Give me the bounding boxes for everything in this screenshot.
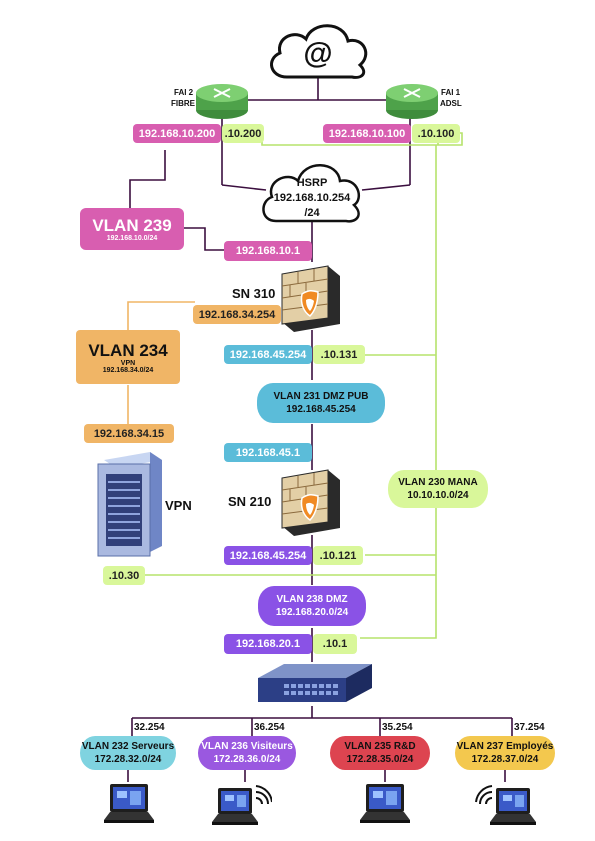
vlan231-cylinder: VLAN 231 DMZ PUB 192.168.45.254 [257,383,385,423]
router-fai2-icon [196,84,248,119]
vpn-server-icon [97,452,162,557]
firewall-sn310-icon [281,265,340,332]
sn210-mana-ip-label: .10.121 [313,546,363,565]
laptop-wifi-employees-icon [475,785,536,825]
hsrp-mask: /24 [304,207,320,219]
vlan239-gw-label: 192.168.10.1 [224,241,312,261]
vlan230-cylinder: VLAN 230 MANA 10.10.10.0/24 [388,470,488,508]
vlan237-cylinder: VLAN 237 Employés 172.28.37.0/24 [455,736,555,770]
vlan232-title: VLAN 232 Serveurs [81,741,175,752]
vlan234-host-ip-label: 192.168.34.15 [84,424,174,443]
laptop-servers-icon [104,784,154,823]
vlan239-title: VLAN 239 [92,216,172,235]
hsrp-ip: 192.168.10.254 [273,192,351,204]
vlan236-title: VLAN 236 Visiteurs [201,741,293,752]
vlan238-net: 192.168.20.0/24 [275,607,349,618]
vlan232-cylinder: VLAN 232 Serveurs 172.28.32.0/24 [80,736,176,770]
laptop-wifi-visitors-icon [212,785,272,825]
sn310-name: SN 310 [232,286,276,301]
vlan230-net: 10.10.10.0/24 [407,490,469,501]
vlan236-net: 172.28.36.0/24 [213,754,281,765]
vlan237-title: VLAN 237 Employés [456,741,554,752]
vlan232-gw: 32.254 [134,722,165,733]
vlan235-net: 172.28.35.0/24 [346,754,414,765]
fai2-name: FAI 2 [174,88,194,97]
fai1-type: ADSL [440,99,462,108]
vlan239-box: VLAN 239 192.168.10.0/24 [80,208,184,250]
fai1-short-ip-label: .10.100 [412,124,460,143]
vlan236-gw: 36.254 [254,722,285,733]
vlan239-net: 192.168.10.0/24 [106,235,158,242]
vlan234-box: VLAN 234 VPN 192.168.34.0/24 [76,330,180,384]
svg-text:@: @ [303,37,332,70]
sn210-name: SN 210 [228,494,272,509]
sn210-238-ip-label: 192.168.45.254 [224,546,312,565]
fai2-ip-label: 192.168.10.200 [133,124,221,143]
switch-ip-label: 192.168.20.1 [224,634,312,654]
sn310-mana-ip-label: .10.131 [313,345,365,364]
vpn-server-label: VPN [165,498,192,513]
vlan232-net: 172.28.32.0/24 [94,754,162,765]
vlan234-title: VLAN 234 [88,340,168,360]
vlan234-sub: VPN [120,359,136,367]
vlan230-title: VLAN 230 MANA [398,477,478,488]
fai2-type: FIBRE [171,99,195,108]
laptop-rd-icon [360,784,410,823]
fai2-short-ip-label: .10.200 [222,124,264,143]
vlan231-title: VLAN 231 DMZ PUB [273,391,369,402]
network-switch-icon [258,664,372,702]
router-fai1-icon [386,84,438,119]
vpn-server-mana-ip-label: .10.30 [103,566,145,585]
fai1-name: FAI 1 [441,88,461,97]
hsrp-title: HSRP [296,177,328,189]
switch-mana-ip-label: .10.1 [313,634,357,654]
vlan235-gw: 35.254 [382,722,413,733]
sn310-vpn-ip-label: 192.168.34.254 [193,305,281,324]
vlan231-net: 192.168.45.254 [286,404,356,415]
vlan237-gw: 37.254 [514,722,545,733]
vlan235-title: VLAN 235 R&D [344,741,416,752]
vlan234-net: 192.168.34.0/24 [102,366,154,374]
hsrp-cloud-icon [262,164,360,223]
vlan238-title: VLAN 238 DMZ [276,594,348,605]
vlan237-net: 172.28.37.0/24 [471,754,539,765]
vlan235-cylinder: VLAN 235 R&D 172.28.35.0/24 [330,736,430,770]
vlan236-cylinder: VLAN 236 Visiteurs 172.28.36.0/24 [198,736,296,770]
internet-cloud-at-icon: @ [270,24,368,79]
sn210-dmzpub-ip-label: 192.168.45.1 [224,443,312,462]
vlan238-cylinder: VLAN 238 DMZ 192.168.20.0/24 [258,586,366,626]
sn310-dmz-ip-label: 192.168.45.254 [224,345,312,364]
firewall-sn210-icon [281,469,340,536]
fai1-ip-label: 192.168.10.100 [323,124,411,143]
